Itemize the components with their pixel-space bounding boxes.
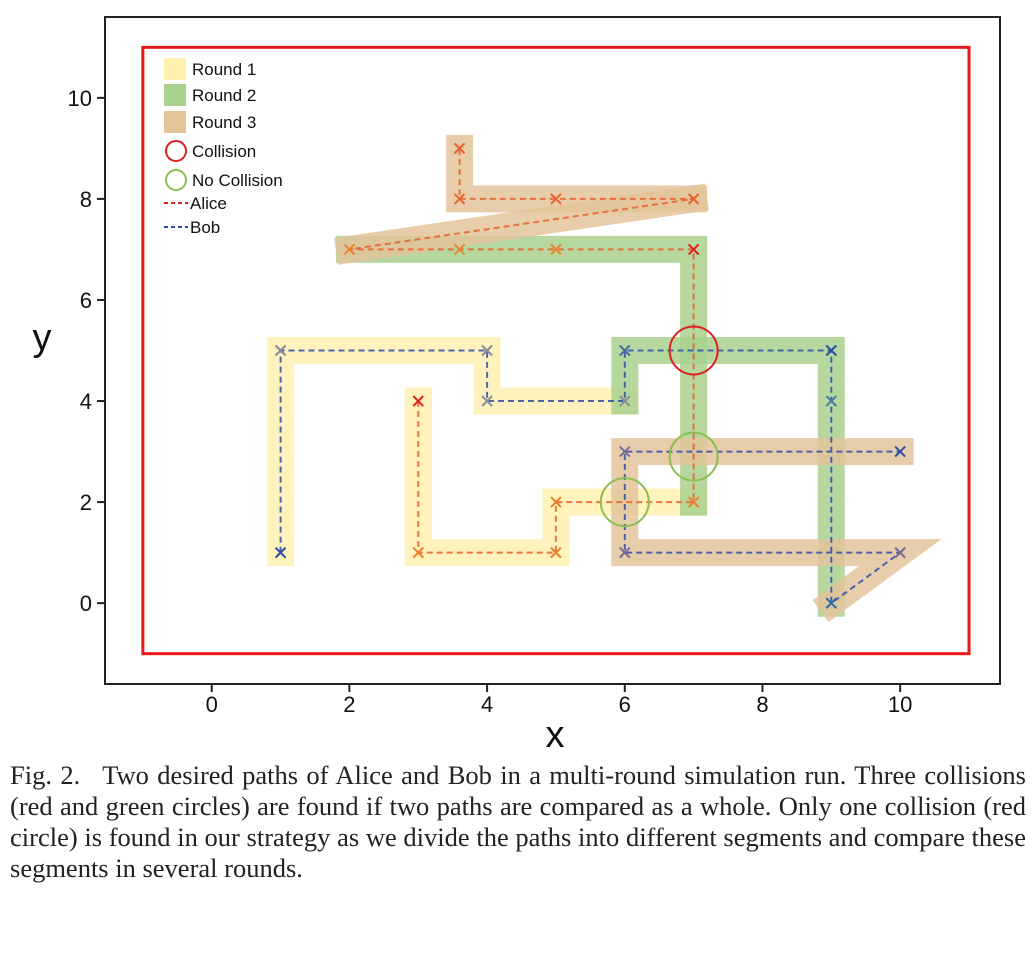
waypoint-marker-7 (550, 243, 562, 256)
waypoint-marker-16 (481, 344, 493, 357)
y-tick-label-8: 8 (80, 187, 92, 212)
waypoint-markers (274, 142, 906, 609)
waypoint-marker-9 (343, 243, 356, 256)
waypoint-marker-11 (550, 193, 562, 205)
waypoint-marker-5 (687, 496, 700, 508)
y-tick-label-10: 10 (68, 86, 92, 111)
waypoint-marker-12 (453, 193, 466, 205)
y-tick-label-6: 6 (80, 288, 92, 313)
waypoint-marker-20 (825, 344, 838, 357)
waypoint-marker-4 (550, 496, 562, 508)
x-tick-label-6: 6 (619, 692, 631, 717)
legend-swatch-2 (164, 84, 186, 106)
waypoint-marker-21 (825, 395, 838, 407)
waypoint-marker-25 (619, 445, 631, 458)
y-tick-label-2: 2 (80, 490, 92, 515)
waypoint-marker-19 (619, 344, 631, 357)
legend-circle-4 (165, 140, 187, 162)
x-tick-label-2: 2 (343, 692, 355, 717)
x-tick-label-10: 10 (888, 692, 912, 717)
waypoint-marker-15 (274, 344, 287, 357)
legend-label-4: Collision (192, 142, 256, 161)
legend-label-2: Round 2 (192, 86, 256, 105)
waypoint-marker-3 (550, 546, 562, 559)
waypoint-marker-10 (687, 193, 700, 205)
legend-circle-5 (165, 169, 187, 191)
path-chart: 0 2 4 6 8 10 0 2 4 6 8 10 x y Round 1 Round 2 Round 3… (33, 16, 1001, 750)
waypoint-marker-22 (825, 597, 838, 609)
waypoint-marker-13 (453, 142, 466, 155)
waypoint-marker-14 (274, 546, 287, 559)
legend-label-3: Round 3 (192, 113, 256, 132)
collision-circle-1 (668, 325, 719, 376)
waypoint-marker-8 (453, 243, 466, 256)
no-collision-circle-3 (599, 477, 650, 528)
legend-swatch-3 (164, 111, 186, 133)
waypoint-marker-18 (619, 395, 631, 407)
legend-label-6: Alice (190, 194, 227, 213)
y-tick-label-4: 4 (80, 389, 92, 414)
collision-circles (599, 325, 719, 528)
waypoint-marker-2 (412, 546, 424, 559)
agent-paths (279, 148, 904, 606)
caption-text: Two desired paths of Alice and Bob in a … (10, 760, 1026, 883)
workspace-boundary (141, 45, 971, 656)
y-tick-label-0: 0 (80, 591, 92, 616)
alice-path (349, 148, 695, 554)
waypoint-marker-23 (894, 546, 906, 559)
y-axis-title: y (33, 317, 52, 359)
axes: 0 2 4 6 8 10 0 2 4 6 8 10 (68, 86, 913, 717)
legend: Round 1 Round 2 Round 3 Collision No Collisi… (164, 58, 283, 237)
legend-label-5: No Collision (192, 171, 283, 190)
waypoint-marker-6 (687, 243, 700, 256)
figure-caption: Fig. 2.Two desired paths of Alice and Bo… (10, 760, 1026, 884)
caption-label: Fig. 2. (10, 760, 81, 790)
x-axis-title: x (546, 714, 565, 750)
x-tick-label-8: 8 (756, 692, 768, 717)
legend-swatch-1 (164, 58, 186, 80)
legend-label-7: Bob (190, 218, 220, 237)
waypoint-marker-24 (619, 546, 631, 559)
waypoint-marker-26 (894, 445, 906, 458)
x-tick-label-0: 0 (206, 692, 218, 717)
waypoint-marker-1 (412, 395, 424, 407)
bob-path (279, 349, 904, 606)
x-tick-label-4: 4 (481, 692, 493, 717)
waypoint-marker-17 (481, 395, 493, 407)
no-collision-circle-2 (668, 431, 719, 482)
legend-label-1: Round 1 (192, 60, 256, 79)
